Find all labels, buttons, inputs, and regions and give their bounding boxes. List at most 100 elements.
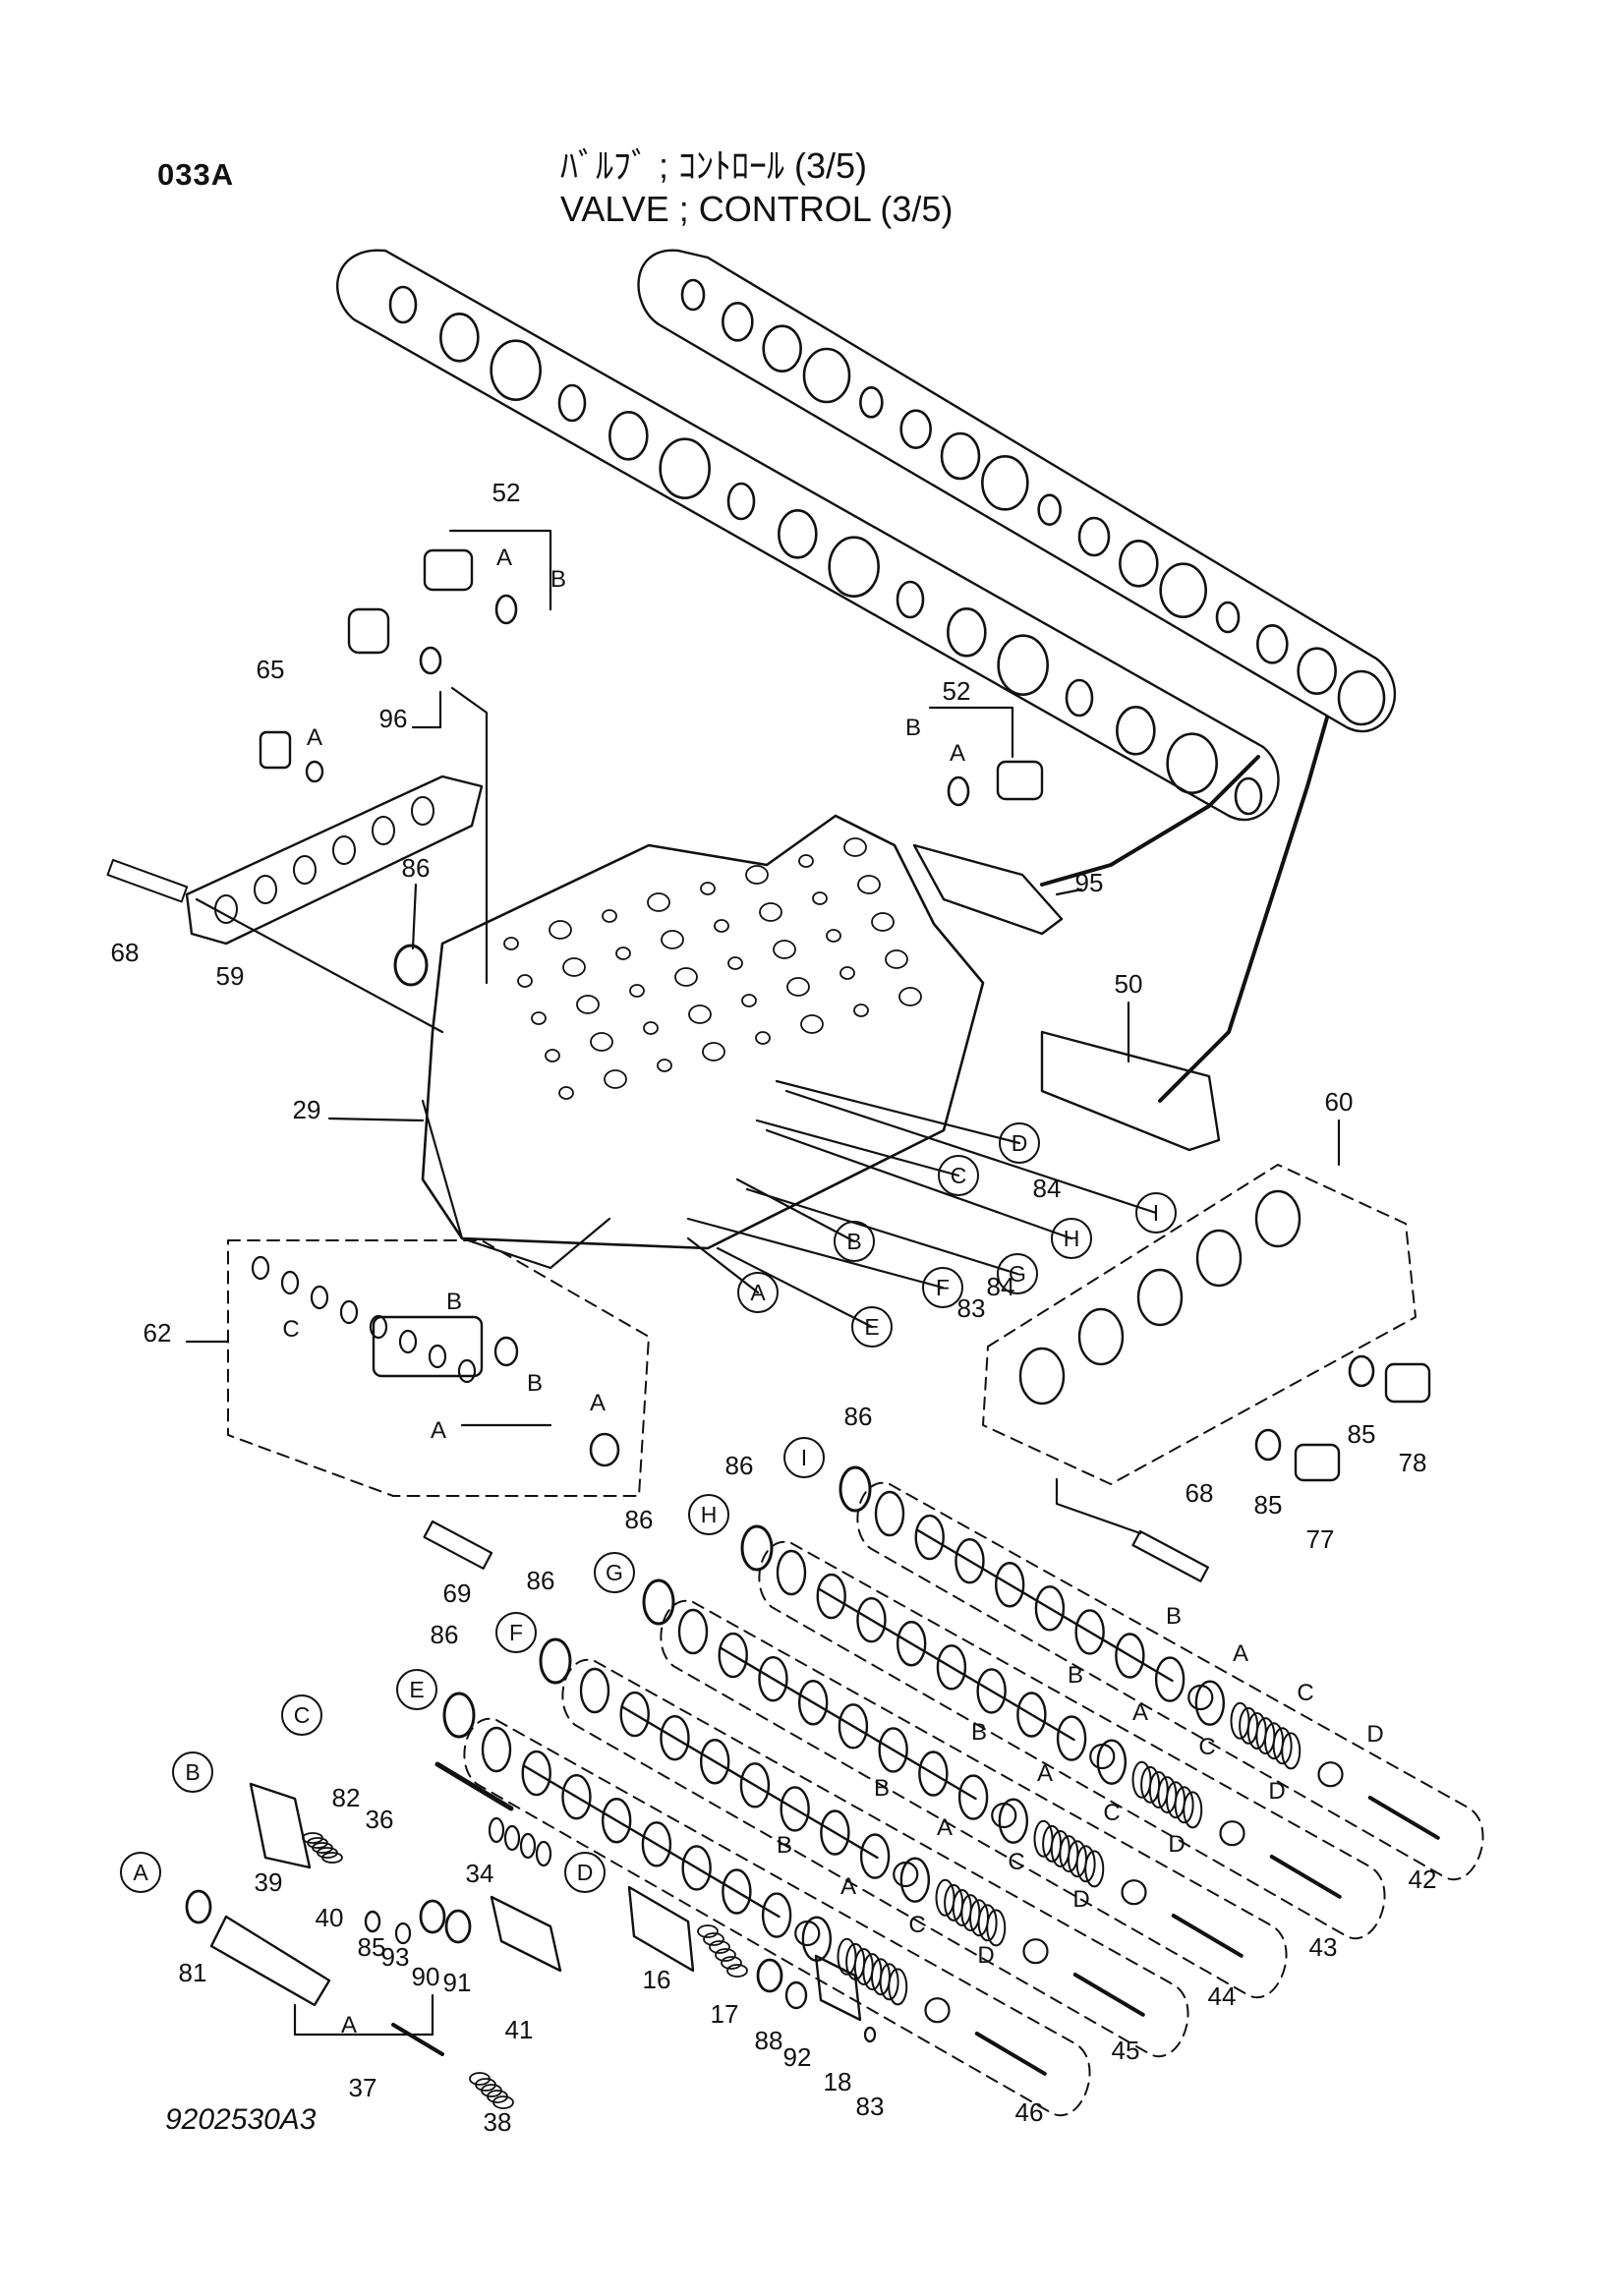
cover-60-port (1018, 1347, 1066, 1406)
upper-right-assembly-part (1077, 516, 1111, 557)
circled-ref-rG1 (997, 1253, 1038, 1294)
circled-ref-label-rG2: G (606, 1560, 623, 1585)
part-number-c86e: 86 (527, 1566, 555, 1595)
sleeve-16 (627, 1885, 695, 1973)
upper-right-assembly-part (859, 386, 884, 419)
part-number-c44: 44 (1208, 1981, 1237, 2011)
stopper-bolt-D-42 (1367, 1796, 1440, 1840)
connector-curve-left (1040, 755, 1260, 887)
o-ring-86 (442, 1692, 476, 1739)
letter-ref-kA42: A (1233, 1640, 1248, 1667)
manifold-port (372, 816, 395, 845)
part-number-c43: 43 (1309, 1932, 1338, 1962)
circled-ref-rE1 (851, 1306, 893, 1348)
spool-land-46 (761, 1892, 792, 1938)
part-number-c42: 42 (1409, 1865, 1437, 1894)
spool-land-45 (899, 1857, 931, 1903)
part-number-c18: 18 (824, 2067, 852, 2096)
part-number-c52a: 52 (492, 478, 521, 507)
circled-ref-label-rI1: I (1153, 1200, 1159, 1226)
spring-seat-B-43 (1089, 1743, 1116, 1770)
part-number-c86f: 86 (431, 1620, 459, 1649)
guide-line (735, 1177, 856, 1243)
pilot-part-62 (280, 1270, 300, 1295)
circled-ref-rD2 (564, 1852, 606, 1893)
o-ring-86 (642, 1578, 675, 1626)
upper-left-assembly-part (726, 482, 756, 521)
upper-right-assembly-part (802, 347, 851, 404)
upper-left-assembly-part (490, 339, 542, 401)
connector-curve-right (1158, 716, 1329, 1103)
circled-ref-rC2 (281, 1694, 322, 1736)
valve-body-port (839, 966, 855, 980)
valve-body-port (798, 854, 814, 868)
spring-coil-42 (1281, 1732, 1302, 1770)
part-number-c86b: 86 (844, 1402, 873, 1431)
letter-ref-lA4: A (431, 1417, 446, 1444)
spool-land-45 (579, 1667, 610, 1714)
leader-96-body (450, 686, 489, 985)
dashed-box-60 (982, 1164, 1417, 1485)
plug-41 (490, 1895, 562, 1973)
upper-right-assembly-part (899, 409, 932, 449)
manifold-port (411, 796, 434, 826)
part-number-c68b: 68 (1186, 1478, 1214, 1508)
upper-right-assembly-part (1159, 562, 1207, 618)
spool-shaft-45 (621, 1705, 879, 1860)
letter-ref-kA46: A (840, 1873, 856, 1900)
valve-body-port (657, 1059, 672, 1072)
part-number-c92: 92 (783, 2042, 812, 2072)
part-number-c84b: 84 (987, 1272, 1015, 1301)
spring-38-coil (492, 2095, 514, 2109)
spool-land-44 (718, 1632, 748, 1679)
relief-valve-52-left (423, 548, 474, 592)
spring-seat-B-45 (893, 1861, 919, 1888)
relief-valve-95 (912, 843, 1064, 936)
letter-ref-kC44: C (1103, 1800, 1120, 1826)
valve-body-port (517, 974, 533, 988)
plunger-37-rod (391, 2023, 444, 2056)
part-number-c39: 39 (255, 1867, 283, 1897)
spool-assembly-outline-46 (463, 1717, 1091, 2117)
part-number-c45: 45 (1112, 2036, 1140, 2065)
part-number-c40: 40 (316, 1903, 344, 1932)
valve-body-port (647, 892, 670, 912)
cap-18 (814, 1954, 862, 2022)
part-number-c90: 90 (412, 1962, 440, 1991)
valve-body-port (590, 1032, 613, 1052)
spring-seat-C-42 (1317, 1761, 1344, 1788)
bracket-52-right (928, 706, 1014, 759)
valve-body-port (558, 1086, 574, 1100)
circled-ref-label-rA1: A (750, 1280, 766, 1305)
backup-ring-93 (394, 1922, 412, 1945)
valve-body-port (745, 865, 769, 885)
bolt-68 (106, 859, 189, 903)
spool-34-part (519, 1832, 537, 1860)
spool-land-42 (955, 1537, 985, 1584)
valve-body-port (702, 1042, 725, 1062)
cover-60-port (1136, 1268, 1184, 1327)
spool-land-42 (1154, 1656, 1186, 1702)
spring-seat-B-44 (991, 1802, 1017, 1829)
guide-line (716, 1246, 874, 1329)
valve-body-port (576, 995, 600, 1014)
spring-seat-C-44 (1121, 1879, 1147, 1906)
spool-land-43 (856, 1596, 887, 1643)
part-number-c88: 88 (755, 2026, 783, 2055)
part-number-c46: 46 (1015, 2097, 1044, 2127)
part-number-c77: 77 (1306, 1524, 1335, 1554)
letter-ref-kD44: D (1168, 1831, 1185, 1858)
letter-ref-lA5: A (590, 1390, 606, 1416)
pilot-part-62 (369, 1314, 388, 1340)
spring-coil-42 (1272, 1727, 1293, 1765)
o-ring-86-body (393, 944, 429, 987)
part-number-c59: 59 (216, 961, 245, 991)
pilot-part-62 (251, 1255, 270, 1281)
spool-assembly-outline-44 (660, 1599, 1288, 1999)
letter-ref-lA3: A (950, 740, 965, 767)
valve-body-port (871, 912, 895, 932)
leader-59-line (195, 897, 444, 1034)
part-number-c96: 96 (379, 704, 408, 733)
pilot-block-62 (372, 1315, 484, 1378)
capsule-outline-upper-right (637, 249, 1396, 733)
